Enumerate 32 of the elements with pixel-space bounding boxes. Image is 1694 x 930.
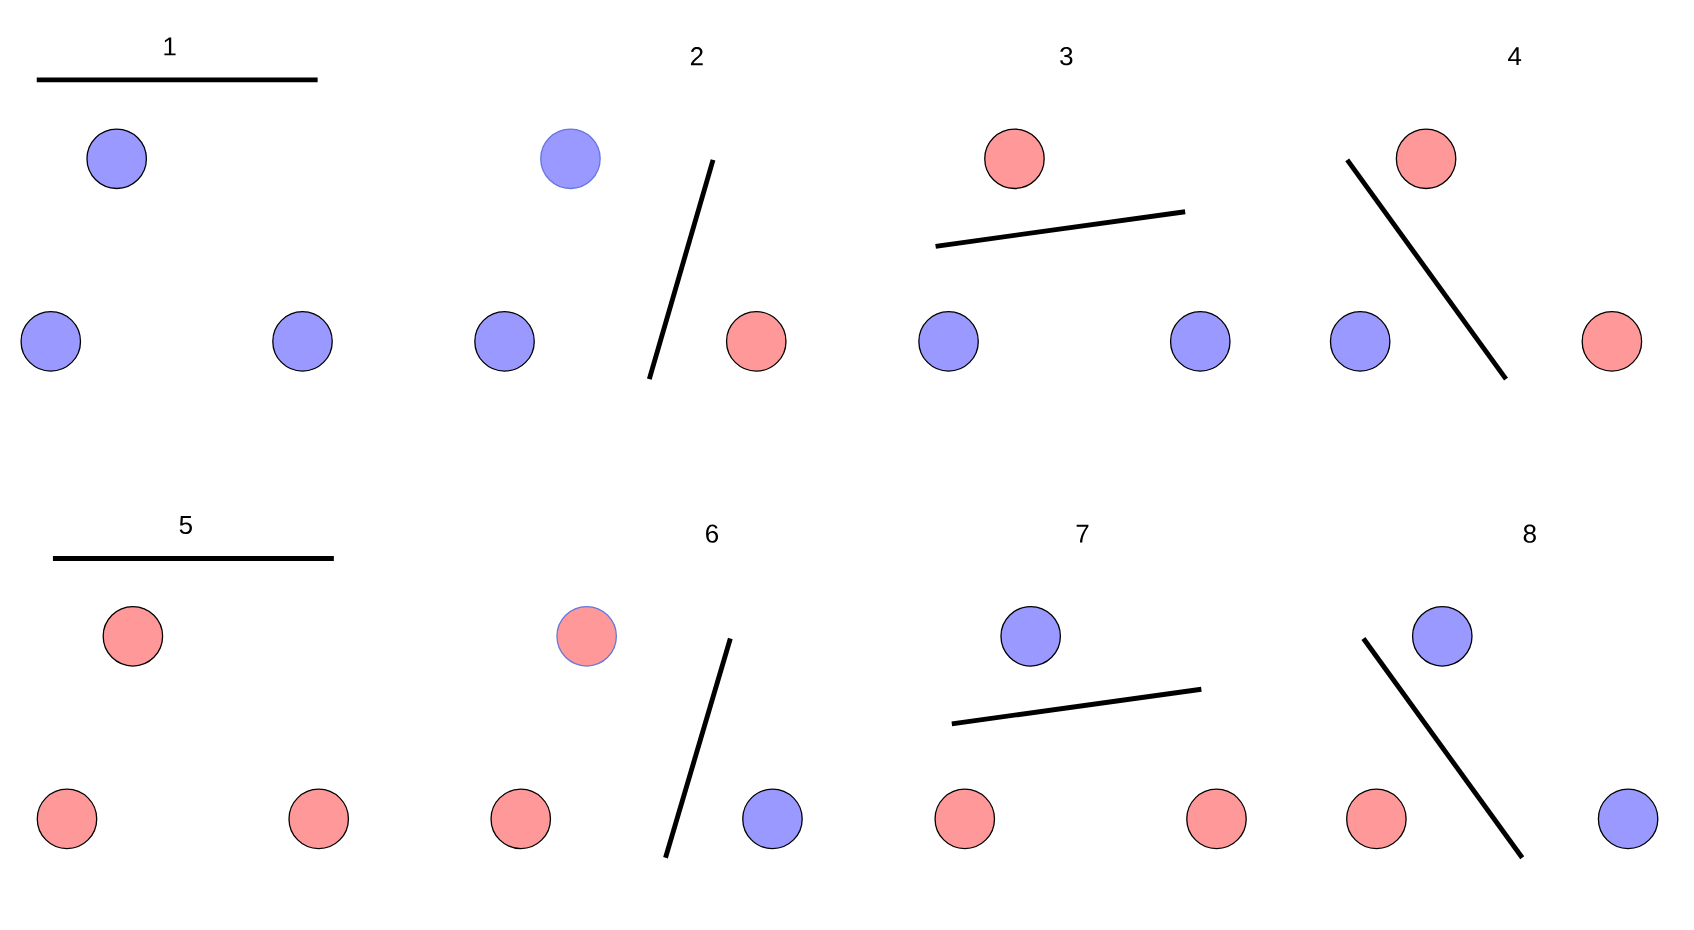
- circle: [984, 128, 1045, 190]
- circle: [1169, 310, 1231, 372]
- circle: [1000, 605, 1062, 667]
- circle: [1411, 605, 1473, 667]
- circle: [1581, 310, 1643, 372]
- panel-number: 3: [1060, 46, 1073, 66]
- circle: [556, 605, 617, 667]
- circle: [102, 605, 164, 667]
- panel-number: 8: [1523, 524, 1536, 543]
- circle: [86, 128, 148, 190]
- circle: [288, 788, 350, 850]
- circle: [20, 310, 82, 372]
- circle: [934, 788, 996, 850]
- circle: [742, 788, 803, 850]
- circle: [1597, 788, 1659, 850]
- panel-number: 1: [164, 37, 176, 56]
- panel-number: 7: [1076, 524, 1089, 543]
- circle: [36, 788, 98, 850]
- circle: [272, 310, 333, 372]
- circle: [1346, 788, 1407, 850]
- circle: [1395, 128, 1457, 190]
- circle: [540, 128, 601, 190]
- panel-number: 2: [690, 47, 703, 66]
- panel-number: 6: [706, 524, 719, 543]
- circle: [1329, 310, 1391, 372]
- circle: [1186, 788, 1247, 850]
- circle: [725, 310, 787, 372]
- panel-number: 5: [179, 515, 192, 534]
- panel-number: 4: [1508, 47, 1522, 65]
- circle: [918, 310, 979, 372]
- circle: [474, 310, 535, 372]
- circle: [490, 788, 552, 850]
